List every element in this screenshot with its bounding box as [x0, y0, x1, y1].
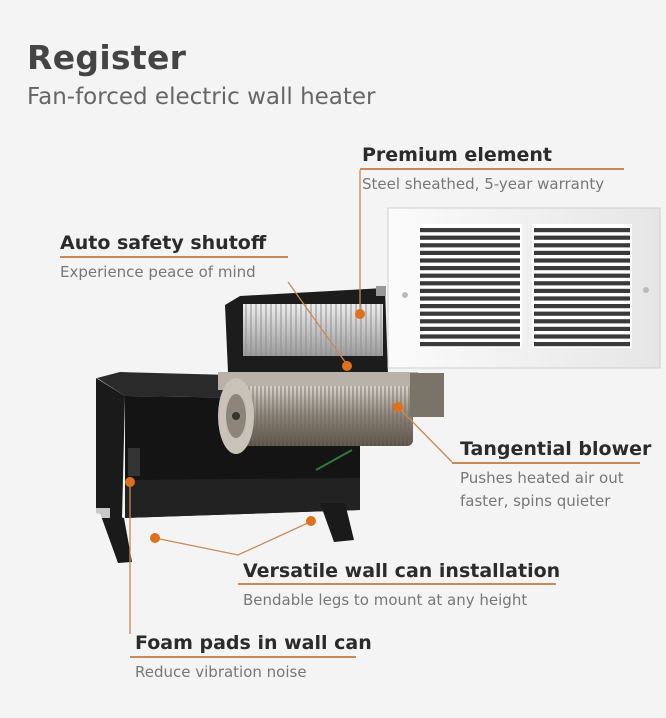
grill-slat — [534, 326, 630, 331]
grill-slat — [534, 235, 630, 240]
grill-slat — [420, 273, 520, 278]
grill-slat — [420, 342, 520, 347]
grill-slat — [420, 250, 520, 255]
callout-desc-line2: faster, spins quieter — [460, 492, 611, 510]
callout-title: Premium element — [362, 144, 553, 166]
marker-foam-pads — [125, 477, 135, 487]
grill-slats — [420, 228, 630, 347]
callout-rule — [452, 462, 640, 464]
grill-slat — [420, 258, 520, 263]
page-title: Register — [27, 38, 187, 77]
grill-slat — [534, 281, 630, 286]
grill-slat — [420, 266, 520, 271]
grill-slat — [420, 334, 520, 339]
grill-slat — [420, 235, 520, 240]
callout-desc: Reduce vibration noise — [135, 663, 307, 681]
grill-slat — [420, 228, 520, 233]
callout-tangential-blower: Tangential blower Pushes heated air out … — [460, 438, 651, 512]
grill-slat — [534, 296, 630, 301]
leader-lines — [129, 170, 453, 634]
callout-rule — [130, 656, 356, 658]
callout-title: Tangential blower — [460, 438, 652, 460]
callout-title: Versatile wall can installation — [243, 560, 561, 582]
grill-slat — [534, 250, 630, 255]
marker-premium-element — [355, 309, 365, 319]
callout-foam-pads: Foam pads in wall can Reduce vibration n… — [135, 632, 372, 683]
grill-slat — [534, 342, 630, 347]
grill-slat — [420, 304, 520, 309]
grill-slat — [534, 334, 630, 339]
grill-slat — [420, 326, 520, 331]
grill-slat — [534, 258, 630, 263]
grill-slat — [534, 304, 630, 309]
callout-wall-can: Versatile wall can installation Bendable… — [243, 560, 560, 611]
element-housing — [225, 286, 388, 375]
grill-slat — [534, 311, 630, 316]
callout-title: Foam pads in wall can — [135, 632, 372, 654]
grill-slat — [534, 273, 630, 278]
marker-wall-can-left — [150, 533, 160, 543]
callout-safety-shutoff: Auto safety shutoff Experience peace of … — [60, 232, 266, 283]
grill-slat — [420, 296, 520, 301]
callout-rule — [238, 583, 556, 585]
callout-desc-line1: Pushes heated air out — [460, 469, 624, 487]
callout-desc: Steel sheathed, 5-year warranty — [362, 175, 605, 193]
callout-markers — [125, 309, 403, 543]
grill-slat — [420, 319, 520, 324]
callout-rule — [360, 168, 624, 170]
grill-slat — [534, 266, 630, 271]
callout-premium-element: Premium element Steel sheathed, 5-year w… — [362, 144, 604, 195]
grill-slat — [534, 288, 630, 293]
marker-safety-shutoff — [342, 361, 352, 371]
grill-slat — [420, 288, 520, 293]
grill-slat — [534, 319, 630, 324]
callout-rule — [60, 256, 288, 258]
marker-wall-can-right — [306, 516, 316, 526]
grill-slat — [420, 281, 520, 286]
callout-title: Auto safety shutoff — [60, 232, 267, 254]
blower-fan — [218, 372, 444, 471]
callout-desc: Experience peace of mind — [60, 263, 256, 281]
grill-slat — [534, 228, 630, 233]
grill-slat — [420, 311, 520, 316]
grill-slat — [420, 243, 520, 248]
page-subtitle: Fan-forced electric wall heater — [27, 84, 376, 110]
marker-tangential-blower — [393, 402, 403, 412]
callout-desc: Bendable legs to mount at any height — [243, 591, 528, 609]
grill-slat — [534, 243, 630, 248]
